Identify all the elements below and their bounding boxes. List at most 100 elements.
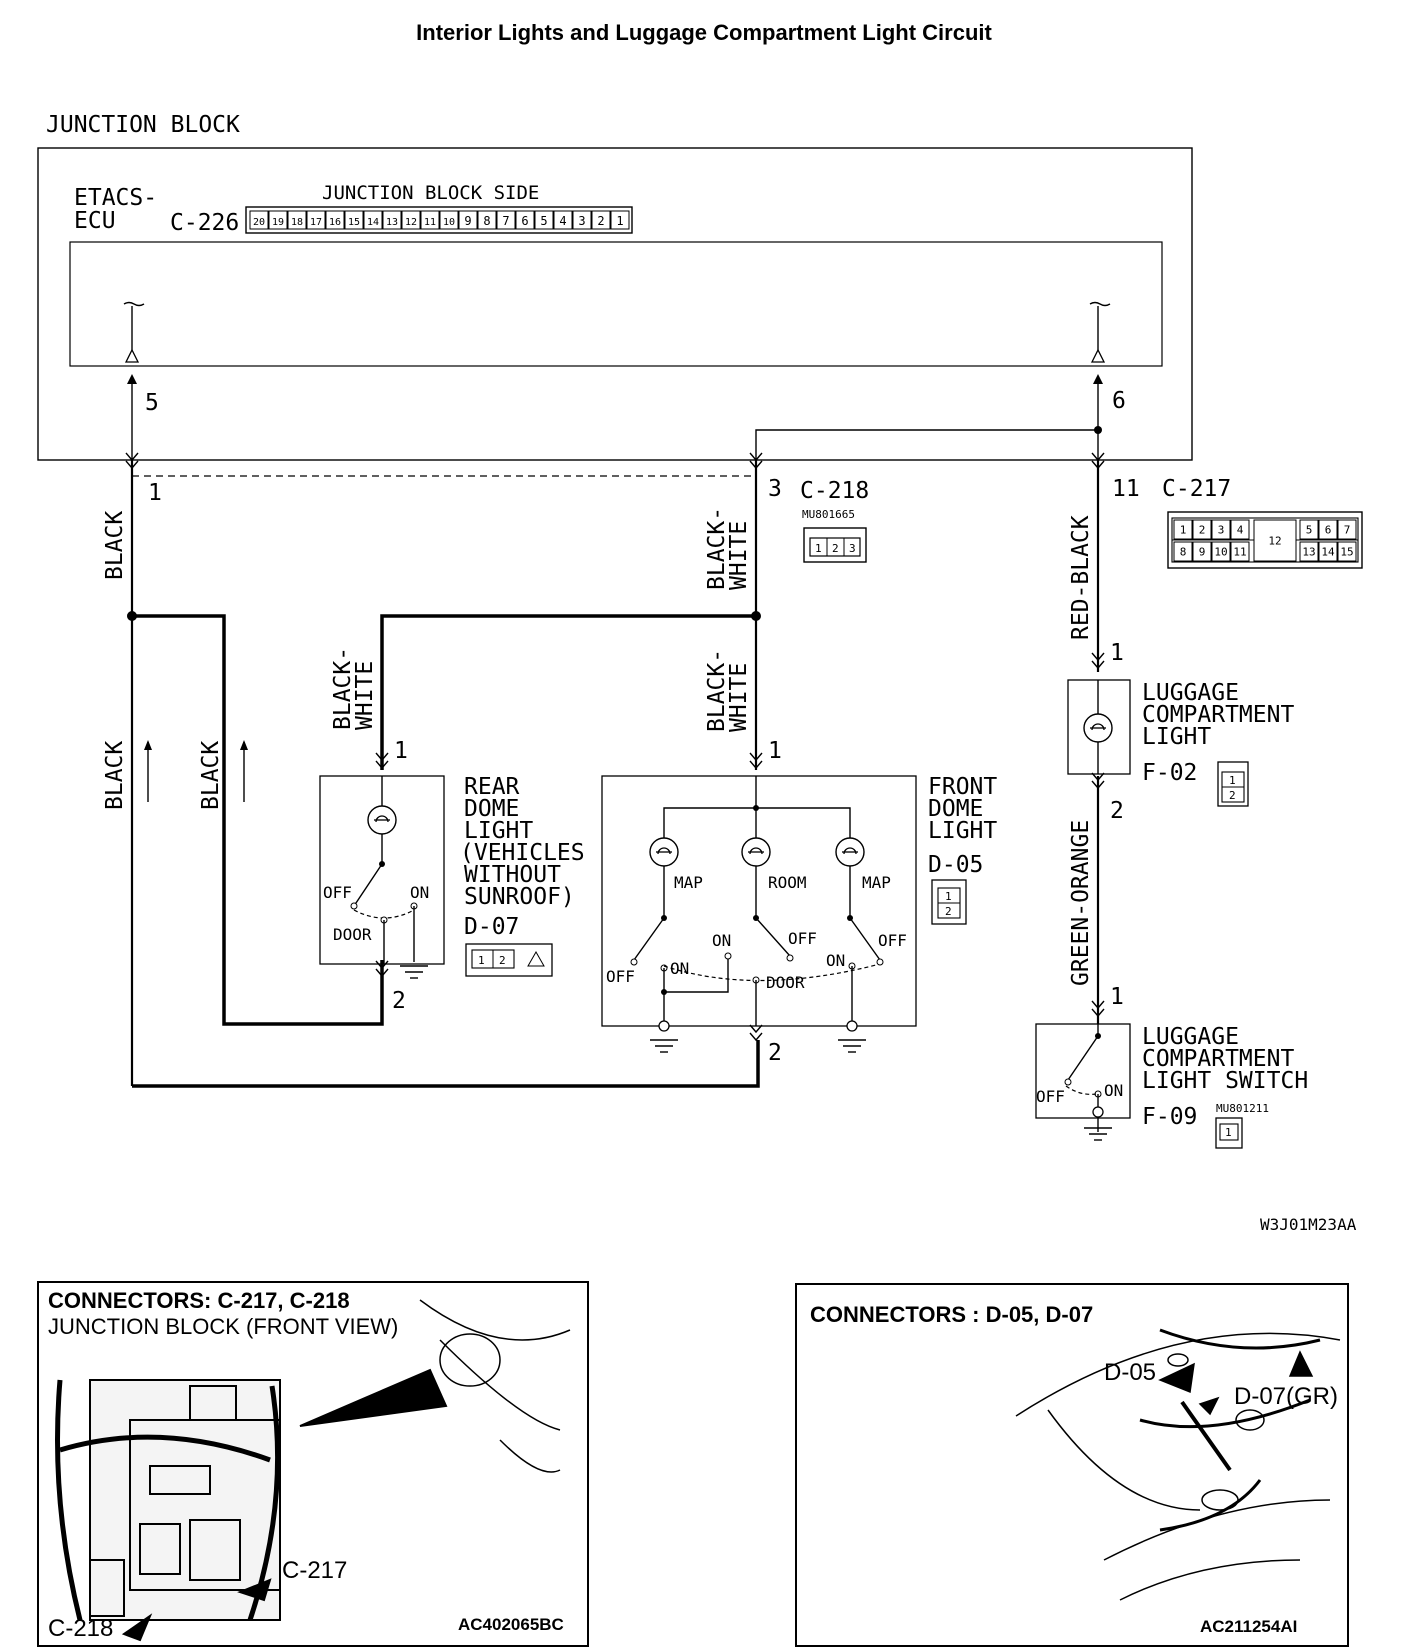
- ecu-terminal-6-symbol: [1089, 301, 1111, 363]
- c217-pin-cell: [1299, 519, 1319, 540]
- c226-pin-19: 19: [272, 217, 284, 228]
- panel-right-heading: CONNECTORS : D-05, D-07: [810, 1302, 1093, 1327]
- rear-dome-label-2: DOME: [464, 796, 519, 822]
- junction-block: JUNCTION BLOCK ETACS- ECU C-226 JUNCTION…: [37, 112, 1193, 461]
- front-on-right: ON: [826, 951, 845, 970]
- c226-pin-cell: [325, 210, 345, 230]
- c217-pin-cell: [1253, 519, 1297, 562]
- wire-harness: [125, 452, 1105, 1088]
- panel-right-code: AC211254AI: [1200, 1617, 1297, 1636]
- c226-pin-cell: [553, 210, 573, 230]
- map-lamp-right-icon: [835, 837, 865, 867]
- panel-left-heading: CONNECTORS: C-217, C-218: [48, 1288, 350, 1313]
- rear-dome-lamp-icon: [367, 805, 397, 835]
- rear-dome-label-1: REAR: [464, 774, 520, 800]
- rear-dome-light: 1 OFF ON DOOR 2 REAR DOME LIGHT (VEHICLE…: [319, 738, 585, 1014]
- wire-label-bw-rear-2: WHITE: [352, 661, 378, 730]
- c217-pin-9: 9: [1199, 546, 1206, 559]
- c226-label: C-226: [170, 210, 239, 236]
- c226-pin-13: 13: [386, 217, 398, 228]
- c217-pin-cell: [1230, 519, 1250, 540]
- room-lamp-icon: [741, 837, 771, 867]
- c226-pin-18: 18: [291, 217, 303, 228]
- d05-pin-2: 2: [945, 905, 952, 918]
- c217-pin-4: 4: [1237, 524, 1244, 537]
- luggage-switch-part-number: MU801211: [1216, 1102, 1269, 1115]
- wire-label-green-orange: GREEN-ORANGE: [1068, 820, 1094, 986]
- c217-pin-11: 11: [1233, 546, 1246, 559]
- c226-pin-cell: [382, 210, 402, 230]
- rear-dome-on-label: ON: [410, 883, 429, 902]
- c226-pin-4: 4: [559, 214, 566, 228]
- c217-pin-2: 2: [1199, 524, 1206, 537]
- c217-pin-cell: [1318, 519, 1338, 540]
- callout-c218: C-218: [48, 1615, 113, 1642]
- front-off-right: OFF: [878, 931, 907, 950]
- luggage-compartment-light: 1 2 LUGGAGE COMPARTMENT LIGHT F-02 1 2: [1067, 640, 1294, 824]
- c217-pin11-label: 11: [1112, 476, 1140, 502]
- c226-pin-15: 15: [348, 217, 360, 228]
- c217-pin-5: 5: [1306, 524, 1313, 537]
- c217-pin-cell: [1318, 541, 1338, 562]
- rear-dome-label-3: LIGHT: [464, 818, 533, 844]
- wire-label-bw-front-1: BLACK-: [704, 649, 730, 732]
- room-label: ROOM: [768, 873, 807, 892]
- wire-label-bw-top-1: BLACK-: [704, 507, 730, 590]
- c226-pin-cell: [591, 210, 611, 230]
- d07-pin-2: 2: [499, 954, 506, 967]
- luggage-switch-label-2: COMPARTMENT: [1142, 1046, 1294, 1072]
- callout-d07: D-07(GR): [1234, 1383, 1338, 1410]
- map-lamp-left-icon: [649, 837, 679, 867]
- c217-pin-7: 7: [1344, 524, 1351, 537]
- c218-pin3-label: 3: [768, 476, 782, 502]
- front-on-left: ON: [670, 959, 689, 978]
- luggage-switch-off: OFF: [1036, 1087, 1065, 1106]
- luggage-light-label-3: LIGHT: [1142, 724, 1211, 750]
- c226-pin-cell: [496, 210, 516, 230]
- c226-pin-cell: [458, 210, 478, 230]
- c226-pin-cell: [420, 210, 440, 230]
- terminal-6-label: 6: [1112, 388, 1126, 414]
- c226-pin-7: 7: [502, 214, 509, 228]
- c217-pin-10: 10: [1214, 546, 1227, 559]
- c217-pin-cell: [1230, 541, 1250, 562]
- callout-d05: D-05: [1104, 1359, 1156, 1386]
- wire-label-red-black: RED-BLACK: [1068, 515, 1094, 640]
- front-dome-pin2: 2: [768, 1040, 782, 1066]
- junction-block-illustration: [55, 1299, 571, 1642]
- front-dome-label-3: LIGHT: [928, 818, 997, 844]
- f02-pin-2: 2: [1229, 789, 1236, 802]
- front-on-room: ON: [712, 931, 731, 950]
- c218-pin-3: 3: [849, 542, 856, 555]
- callout-c217: C-217: [282, 1557, 347, 1584]
- front-off-room: OFF: [788, 929, 817, 948]
- c218-label: C-218: [800, 478, 869, 504]
- rear-dome-label-4: (VEHICLES: [460, 840, 585, 866]
- c217-pin-cell: [1337, 541, 1357, 562]
- connector-location-panel-dome-lights: CONNECTORS : D-05, D-07 D-05 D-07(GR) AC…: [795, 1283, 1349, 1647]
- wire-label-black-2: BLACK: [102, 741, 128, 810]
- c226-pin-cell: [439, 210, 459, 230]
- terminal-5-label: 5: [145, 390, 159, 416]
- c217-pin-1: 1: [1180, 524, 1187, 537]
- c226-pin-8: 8: [483, 214, 490, 228]
- wire-label-bw-rear-1: BLACK-: [330, 647, 356, 730]
- f09-pin-1: 1: [1225, 1126, 1232, 1139]
- c226-pin-11: 11: [424, 217, 436, 228]
- front-door-label: DOOR: [766, 973, 805, 992]
- c226-pin-cell: [515, 210, 535, 230]
- c217-pin-cell: [1173, 519, 1193, 540]
- c217-pin-cell: [1192, 519, 1212, 540]
- map-label-right: MAP: [862, 873, 891, 892]
- luggage-switch-label-3: LIGHT SWITCH: [1142, 1068, 1308, 1094]
- c217-pin-cell: [1173, 541, 1193, 562]
- c226-pin-2: 2: [597, 214, 604, 228]
- rear-dome-label-6: SUNROOF): [464, 884, 575, 910]
- panel-left-subheading: JUNCTION BLOCK (FRONT VIEW): [48, 1314, 398, 1339]
- map-label-left: MAP: [674, 873, 703, 892]
- c218-pin-2: 2: [832, 542, 839, 555]
- c217-pin-cell: [1211, 541, 1231, 562]
- etacs-ecu-label: ETACS-: [74, 185, 157, 211]
- d05-pin-1: 1: [945, 890, 952, 903]
